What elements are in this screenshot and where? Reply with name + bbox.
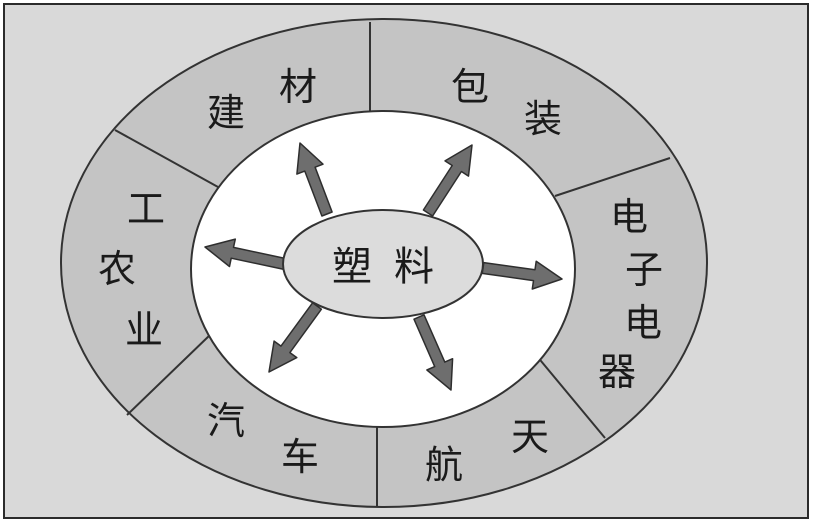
segment-electronics-char-1: 电 — [610, 195, 648, 239]
segment-building-materials-char-2: 材 — [279, 65, 317, 109]
arrow-icon — [268, 302, 323, 373]
segment-packaging-char-1: 包 — [451, 65, 489, 109]
segment-packaging-char-2: 装 — [524, 97, 562, 141]
arrow-icon — [413, 314, 454, 391]
segment-dividers — [114, 22, 671, 507]
segment-building-materials-char-1: 建 — [207, 91, 245, 135]
segment-divider — [535, 354, 606, 439]
segment-divider — [114, 129, 219, 188]
arrow-icon — [296, 142, 333, 217]
segment-electronics-char-3: 电 — [624, 301, 662, 345]
segment-automotive-char-2: 车 — [281, 435, 319, 479]
segment-automotive-char-1: 汽 — [207, 399, 245, 443]
center-ellipse — [282, 209, 484, 319]
segment-aerospace-char-2: 天 — [511, 415, 549, 459]
segment-industry-agriculture-char-3: 业 — [125, 308, 163, 352]
arrow-icon — [204, 238, 287, 271]
segment-divider — [554, 157, 671, 197]
segment-aerospace-char-1: 航 — [425, 443, 463, 487]
segment-industry-agriculture-char-1: 工 — [127, 187, 165, 231]
arrow-icon — [481, 260, 563, 290]
center-label-char-2: 料 — [394, 244, 434, 290]
arrow-icon — [422, 144, 473, 217]
segment-electronics-char-2: 子 — [625, 248, 663, 292]
segment-electronics-char-4: 器 — [598, 350, 636, 394]
segment-divider — [126, 333, 212, 416]
arrows-group — [204, 142, 563, 391]
segment-industry-agriculture-char-2: 农 — [98, 247, 136, 291]
center-label-char-1: 塑 — [332, 244, 372, 290]
